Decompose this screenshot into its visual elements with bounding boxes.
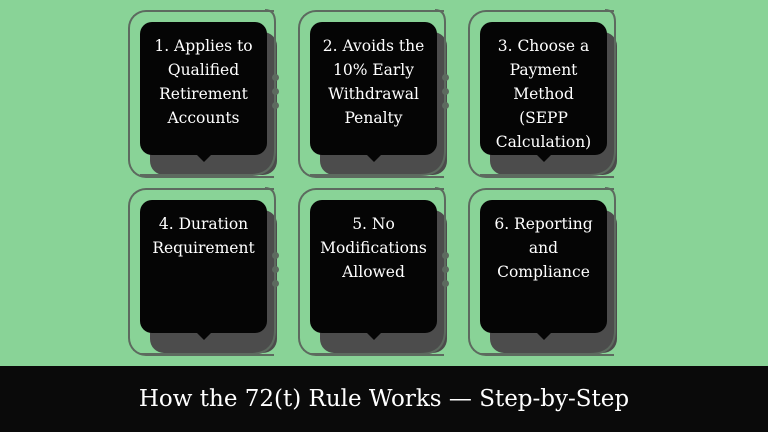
step-card-6: 6. Reporting and Compliance bbox=[468, 188, 690, 370]
step-notch-4 bbox=[196, 332, 212, 340]
step-label-1: 1. Applies to Qualified Retirement Accou… bbox=[154, 37, 253, 127]
step-box-1: 1. Applies to Qualified Retirement Accou… bbox=[140, 22, 267, 155]
step-notch-6 bbox=[536, 332, 552, 340]
dot bbox=[272, 88, 279, 95]
steps-diagram: 1. Applies to Qualified Retirement Accou… bbox=[128, 9, 690, 356]
connector-dots-2 bbox=[442, 74, 450, 110]
step-notch-1 bbox=[196, 154, 212, 162]
connector-dots-1 bbox=[272, 74, 280, 110]
step-notch-5 bbox=[366, 332, 382, 340]
dot bbox=[272, 102, 279, 109]
dot bbox=[272, 266, 279, 273]
step-box-6: 6. Reporting and Compliance bbox=[480, 200, 607, 333]
step-notch-2 bbox=[366, 154, 382, 162]
step-label-3: 3. Choose a Payment Method (SEPP Calcula… bbox=[495, 37, 592, 151]
step-box-5: 5. No Modifications Allowed bbox=[310, 200, 437, 333]
dot bbox=[442, 88, 449, 95]
step-label-4: 4. Duration Requirement bbox=[152, 215, 255, 257]
step-box-4: 4. Duration Requirement bbox=[140, 200, 267, 333]
connector-dots-5 bbox=[442, 252, 450, 288]
step-label-5: 5. No Modifications Allowed bbox=[320, 215, 427, 281]
dot bbox=[442, 252, 449, 259]
step-label-2: 2. Avoids the 10% Early Withdrawal Penal… bbox=[322, 37, 425, 127]
dot bbox=[442, 74, 449, 81]
dot bbox=[272, 252, 279, 259]
step-box-2: 2. Avoids the 10% Early Withdrawal Penal… bbox=[310, 22, 437, 155]
step-label-6: 6. Reporting and Compliance bbox=[494, 215, 593, 281]
step-notch-3 bbox=[536, 154, 552, 162]
footer-caption-bar: How the 72(t) Rule Works — Step-by-Step bbox=[0, 366, 768, 432]
dot bbox=[272, 280, 279, 287]
dot bbox=[442, 102, 449, 109]
dot bbox=[442, 280, 449, 287]
footer-title: How the 72(t) Rule Works — Step-by-Step bbox=[138, 386, 630, 412]
dot bbox=[442, 266, 449, 273]
dot bbox=[272, 74, 279, 81]
step-card-3: 3. Choose a Payment Method (SEPP Calcula… bbox=[468, 10, 690, 192]
step-box-3: 3. Choose a Payment Method (SEPP Calcula… bbox=[480, 22, 607, 155]
connector-dots-4 bbox=[272, 252, 280, 288]
